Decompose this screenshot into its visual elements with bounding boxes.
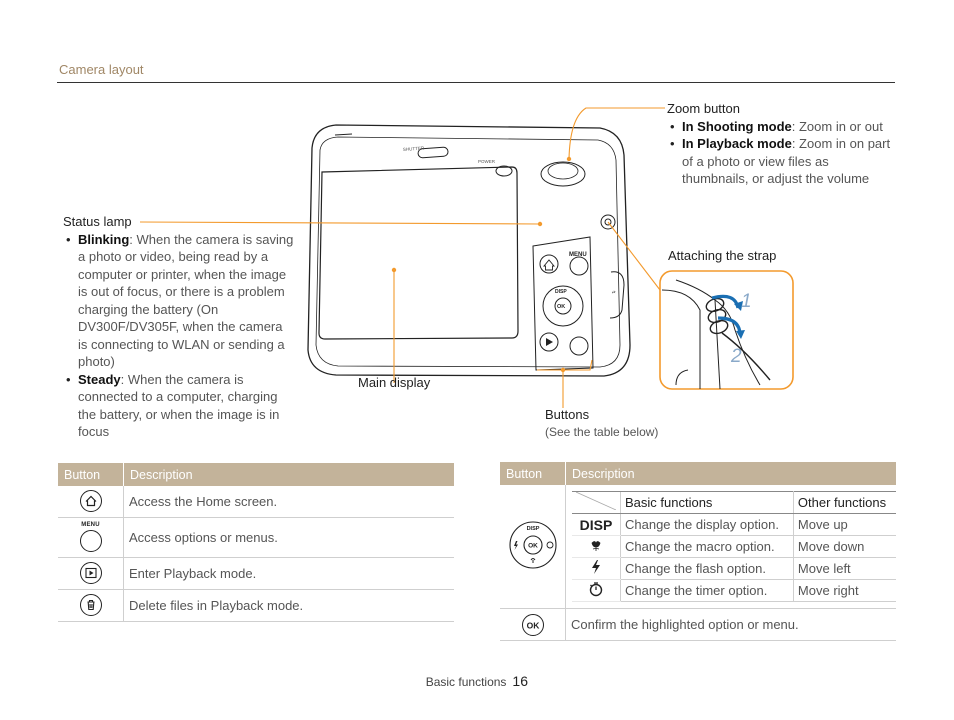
zoom-callout-title: Zoom button <box>667 101 740 116</box>
basic-functions-header: Basic functions <box>620 491 794 514</box>
header-rule <box>57 82 895 83</box>
menu-description: Access options or menus. <box>123 517 454 558</box>
trash-description: Delete files in Playback mode. <box>123 589 454 622</box>
left-button-table: Button Description Access the Home scree… <box>58 463 454 622</box>
zoom-playback-mode: In Playback mode: Zoom in on part of a p… <box>667 135 892 188</box>
disp-icon: DISP <box>579 516 613 533</box>
strap-step-1: 1 <box>741 291 752 312</box>
camera-body-outline <box>307 124 631 377</box>
zoom-ring <box>540 161 586 187</box>
flash-other: Move left <box>793 557 896 580</box>
buttons-callout-dot <box>560 367 566 373</box>
function-table: Basic functions Other functions DISP Cha… <box>572 491 896 602</box>
left-table-header-button: Button <box>58 463 124 486</box>
function-row: Change the timer option. Move right <box>572 579 896 602</box>
side-port-cover <box>609 271 625 319</box>
page-number: 16 <box>512 673 528 689</box>
callout-lines <box>139 107 665 408</box>
status-lamp-blinking: Blinking: When the camera is saving a ph… <box>63 231 295 371</box>
svg-text:↯: ↯ <box>610 290 616 294</box>
svg-text:DISP: DISP <box>526 526 539 532</box>
svg-text:SHUTTER: SHUTTER <box>403 145 425 152</box>
left-table-header-description: Description <box>123 463 454 486</box>
function-row: DISP Change the display option. Move up <box>572 513 896 536</box>
table-row: MENU Access options or menus. <box>58 517 454 558</box>
disp-other: Move up <box>793 513 896 536</box>
zoom-callout-dot <box>566 156 572 162</box>
main-display-screen <box>318 166 519 340</box>
ok-description: Confirm the highlighted option or menu. <box>565 608 896 641</box>
section-title: Camera layout <box>59 62 144 77</box>
zoom-button-callout: Zoom button In Shooting mode: Zoom in or… <box>667 100 892 188</box>
menu-button-icon <box>79 530 102 552</box>
button-panel: MENU OK DISP <box>532 236 594 371</box>
table-row: Delete files in Playback mode. <box>58 589 454 622</box>
function-table-header: Basic functions Other functions <box>572 491 896 514</box>
timer-other: Move right <box>793 579 896 602</box>
right-button-table: Button Description OK DISP <box>500 462 896 641</box>
home-description: Access the Home screen. <box>123 486 454 518</box>
dpad-icon: OK DISP <box>508 521 557 569</box>
timer-basic: Change the timer option. <box>620 579 794 602</box>
main-display-dot <box>391 267 397 273</box>
right-table-header-description: Description <box>565 462 896 485</box>
buttons-callout-title: Buttons <box>545 407 590 422</box>
status-lamp-dot <box>537 221 543 227</box>
flash-icon <box>592 560 600 574</box>
flash-basic: Change the flash option. <box>620 557 794 580</box>
macro-icon <box>591 541 601 551</box>
right-table-header-button: Button <box>500 462 566 485</box>
status-lamp-steady: Steady: When the camera is connected to … <box>63 371 295 441</box>
svg-text:DISP: DISP <box>555 289 567 295</box>
buttons-callout: Buttons (See the table below) <box>545 406 658 441</box>
page-footer: Basic functions 16 <box>426 673 528 689</box>
svg-text:POWER: POWER <box>478 159 496 164</box>
header-diagonal <box>575 491 617 511</box>
svg-text:OK: OK <box>528 543 538 550</box>
status-lamp-callout: Status lamp Blinking: When the camera is… <box>63 213 295 441</box>
macro-basic: Change the macro option. <box>620 535 794 558</box>
table-row: OK Confirm the highlighted option or men… <box>500 608 896 641</box>
camera-illustration: SHUTTER POWER MENU OK DISP ↯ <box>139 107 794 408</box>
timer-icon <box>589 582 603 597</box>
buttons-callout-note: (See the table below) <box>545 424 659 439</box>
function-row: Change the flash option. Move left <box>572 557 896 580</box>
main-display-label: Main display <box>358 375 431 390</box>
status-lamp-title: Status lamp <box>63 214 132 229</box>
shutter-grip <box>417 146 449 159</box>
table-row: OK DISP Basic functions Other functions <box>500 485 896 609</box>
other-functions-header: Other functions <box>793 491 896 514</box>
footer-label: Basic functions <box>425 675 507 689</box>
function-row: Change the macro option. Move down <box>572 535 896 558</box>
playback-description: Enter Playback mode. <box>123 557 454 590</box>
strap-eyelet <box>600 214 616 230</box>
trash-icon <box>79 594 102 616</box>
table-row: Access the Home screen. <box>58 486 454 518</box>
strap-callout-title: Attaching the strap <box>668 248 777 263</box>
strap-inset: 1 2 <box>659 270 794 390</box>
macro-other: Move down <box>793 535 896 558</box>
svg-text:MENU: MENU <box>569 252 587 258</box>
strap-step-2: 2 <box>730 346 742 367</box>
svg-text:OK: OK <box>557 304 565 310</box>
home-icon <box>79 490 102 513</box>
svg-text:OK: OK <box>526 620 540 630</box>
zoom-shooting-mode: In Shooting mode: Zoom in or out <box>667 118 892 136</box>
menu-label: MENU <box>81 522 100 528</box>
playback-icon <box>79 562 102 584</box>
table-row: Enter Playback mode. <box>58 557 454 590</box>
ok-icon: OK <box>521 613 544 636</box>
disp-basic: Change the display option. <box>620 513 794 536</box>
power-button <box>495 165 513 177</box>
